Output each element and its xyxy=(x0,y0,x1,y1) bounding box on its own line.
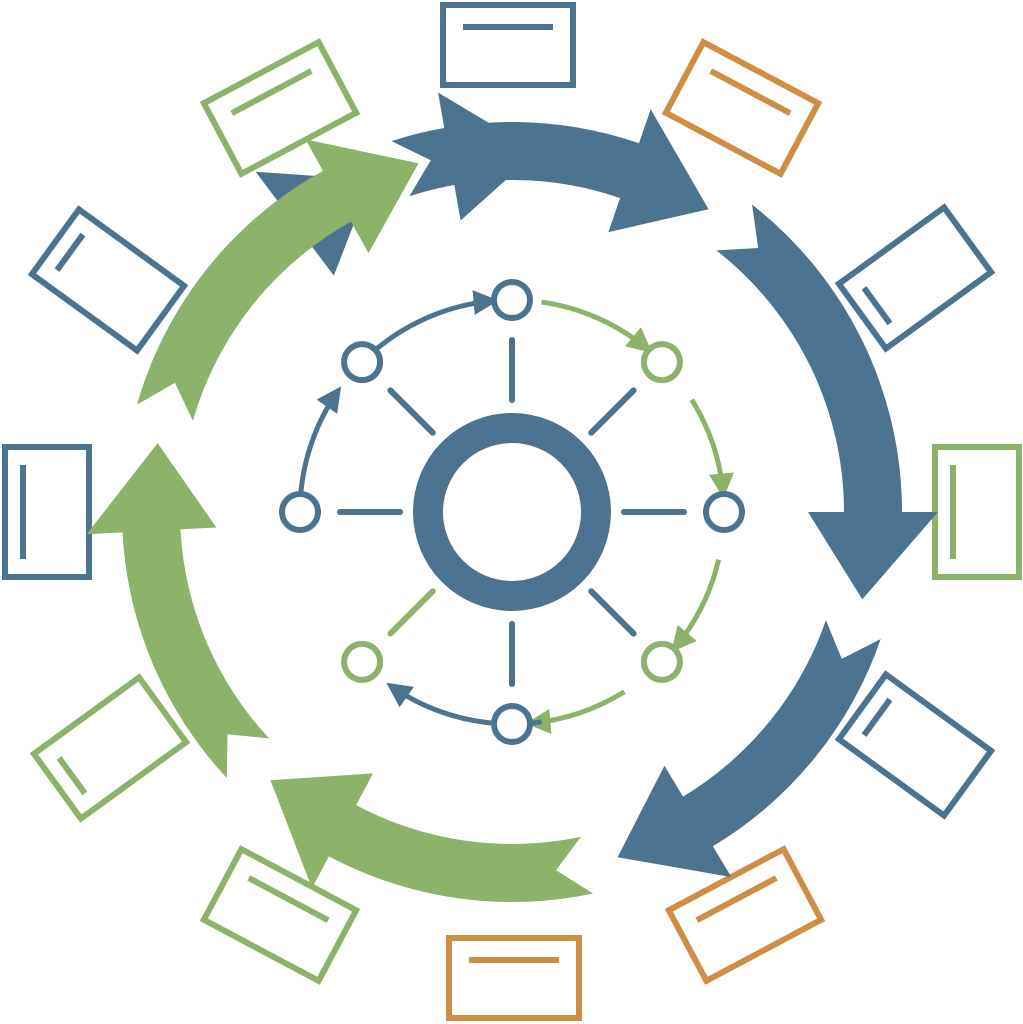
card-text-line xyxy=(709,68,792,116)
cycle-arrow-7 xyxy=(137,139,419,421)
document-card-9 xyxy=(29,673,191,823)
cycle-arrow-8 xyxy=(438,92,538,221)
card-text-line xyxy=(861,286,893,326)
inner-flow-arrow-2 xyxy=(689,398,734,499)
document-card-3 xyxy=(834,203,996,353)
card-frame xyxy=(834,203,996,353)
document-card-12 xyxy=(199,38,361,178)
document-card-10 xyxy=(2,444,92,580)
card-frame xyxy=(664,845,826,985)
card-text-line xyxy=(56,756,88,796)
inner-hub-network xyxy=(279,279,745,745)
document-card-11 xyxy=(27,205,189,355)
inner-flow-arrow-3 xyxy=(671,559,722,653)
satellite-node-1 xyxy=(491,279,533,321)
document-card-6 xyxy=(664,845,826,985)
card-frame xyxy=(932,444,1022,580)
document-card-1 xyxy=(440,2,576,88)
spoke-2 xyxy=(588,387,637,436)
card-frame xyxy=(199,845,361,985)
cycle-arrow-6 xyxy=(86,443,270,778)
satellite-node-6 xyxy=(341,640,384,683)
spoke-6 xyxy=(387,588,436,637)
satellite-node-2 xyxy=(640,341,683,384)
satellite-node-8 xyxy=(341,341,384,384)
card-text-line xyxy=(861,697,893,737)
cycle-arrow-4 xyxy=(617,620,881,878)
inner-flow-arrow-1 xyxy=(541,299,653,353)
central-hub xyxy=(413,413,611,611)
cycle-arrow-3 xyxy=(716,204,938,600)
card-frame xyxy=(27,205,189,355)
card-frame xyxy=(834,670,996,820)
inner-flow-arrow-7 xyxy=(374,290,499,352)
card-frame xyxy=(199,38,361,178)
spoke-8 xyxy=(387,387,436,436)
card-frame xyxy=(446,935,582,1021)
document-card-2 xyxy=(661,38,823,178)
satellite-node-5 xyxy=(491,703,533,745)
document-card-7 xyxy=(446,935,582,1021)
card-frame xyxy=(661,38,823,178)
document-card-4 xyxy=(932,444,1022,580)
satellite-node-7 xyxy=(279,491,321,533)
inner-flow-arrow-4 xyxy=(525,689,626,734)
spoke-4 xyxy=(588,588,637,637)
card-text-line xyxy=(54,232,86,272)
outer-cycle-ring xyxy=(86,92,938,902)
card-frame xyxy=(29,673,191,823)
card-text-line xyxy=(695,875,778,923)
satellite-node-3 xyxy=(703,491,745,533)
card-frame xyxy=(2,444,92,580)
document-card-5 xyxy=(834,670,996,820)
cycle-arrow-5 xyxy=(270,773,594,902)
cycle-arrow-2 xyxy=(391,109,709,233)
satellite-node-4 xyxy=(640,640,683,683)
card-text-line xyxy=(230,68,313,116)
document-card-8 xyxy=(199,845,361,985)
card-frame xyxy=(440,2,576,88)
card-text-line xyxy=(247,875,330,923)
